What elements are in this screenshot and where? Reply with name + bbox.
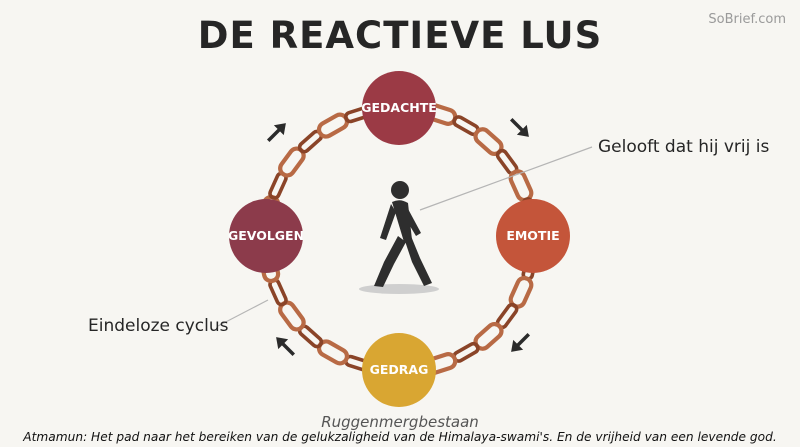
node-gedrag: GEDRAG <box>362 333 436 407</box>
node-gedachte: GEDACHTE <box>361 71 437 145</box>
node-label-emotie: EMOTIE <box>506 228 559 243</box>
node-emotie: EMOTIE <box>496 199 570 273</box>
arrow-bottom-right-icon <box>511 332 531 352</box>
node-gevolgen: GEVOLGEN <box>228 199 304 273</box>
caption: Atmamun: Het pad naar het bereiken van d… <box>23 430 777 444</box>
callout-free: Gelooft dat hij vrij is <box>598 137 770 157</box>
node-label-gedrag: GEDRAG <box>370 362 429 377</box>
arrow-bottom-left-icon <box>276 337 296 357</box>
arrow-top-right-icon <box>509 117 529 137</box>
node-label-gevolgen: GEVOLGEN <box>228 228 304 243</box>
watermark: SoBrief.com <box>708 12 786 27</box>
callout-line-endless <box>217 299 269 327</box>
arrow-top-left-icon <box>266 123 286 143</box>
walking-person-icon <box>359 181 439 294</box>
callout-line-free <box>419 146 593 211</box>
subcaption: Ruggenmergbestaan <box>321 413 479 431</box>
node-label-gedachte: GEDACHTE <box>361 100 437 115</box>
page-title: DE REACTIEVE LUS <box>197 14 603 57</box>
callout-endless: Eindeloze cyclus <box>88 316 229 336</box>
chain-link <box>508 169 534 203</box>
